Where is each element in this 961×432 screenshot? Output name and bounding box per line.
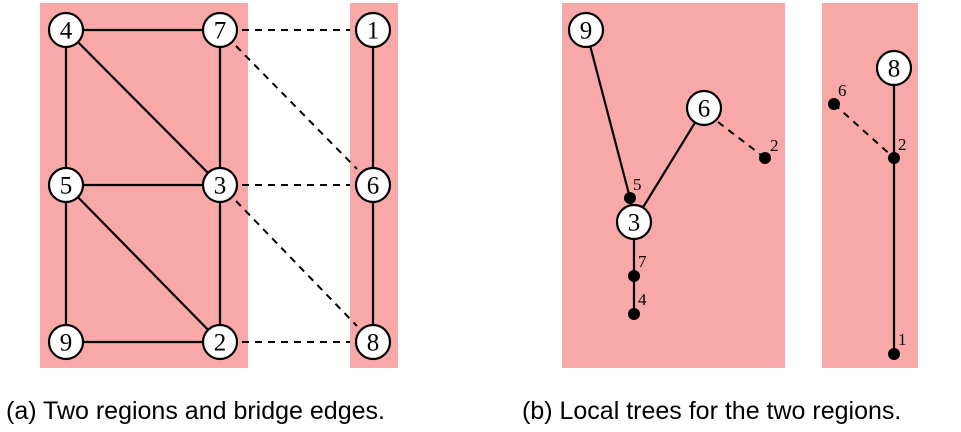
node-5-label: 5 — [60, 173, 73, 200]
node-2: 2 — [201, 323, 239, 361]
tree-node-3-label: 3 — [628, 210, 641, 237]
panel-a: 4 7 1 5 3 6 9 2 — [6, 3, 398, 425]
bridge-7-6 — [235, 45, 358, 170]
dot-2-left — [759, 152, 771, 164]
node-7-label: 7 — [214, 18, 227, 45]
node-5: 5 — [47, 166, 85, 204]
dot-7 — [628, 270, 640, 282]
node-4: 4 — [47, 11, 85, 49]
dot-1-right-label: 1 — [898, 330, 907, 349]
dot-6-right-label: 6 — [838, 81, 847, 100]
tree-region-left — [562, 3, 785, 368]
edge-4-3 — [65, 29, 221, 186]
tree-edge-6-3 — [633, 107, 705, 223]
dot-2-left-label: 2 — [770, 136, 779, 155]
node-1-label: 1 — [367, 18, 380, 45]
tree-dashed-6-2-right — [833, 103, 895, 159]
panel-b: 5 2 7 4 9 6 3 6 2 1 8 (b) Local trees f — [522, 3, 918, 425]
node-9-label: 9 — [60, 330, 73, 357]
tree-edge-9-5 — [584, 29, 632, 199]
node-3-label: 3 — [214, 173, 227, 200]
tree-node-3: 3 — [615, 203, 653, 241]
dot-7-label: 7 — [638, 252, 647, 271]
node-6-label: 6 — [367, 173, 380, 200]
edge-5-2 — [65, 184, 221, 343]
node-4-label: 4 — [60, 18, 73, 45]
tree-node-8-label: 8 — [888, 56, 901, 83]
dot-5-label: 5 — [633, 175, 642, 194]
node-8: 8 — [354, 323, 392, 361]
dot-2-right-label: 2 — [898, 135, 907, 154]
bridge-3-8 — [235, 200, 358, 327]
node-9: 9 — [47, 323, 85, 361]
node-8-label: 8 — [367, 330, 380, 357]
tree-node-6: 6 — [685, 89, 723, 127]
dot-2-right — [888, 152, 900, 164]
node-1: 1 — [354, 11, 392, 49]
tree-node-9-label: 9 — [580, 18, 593, 45]
dot-5 — [624, 192, 636, 204]
tree-node-8: 8 — [875, 49, 913, 87]
node-7: 7 — [201, 11, 239, 49]
caption-b: (b) Local trees for the two regions. — [522, 397, 901, 425]
node-2-label: 2 — [214, 330, 227, 357]
node-3: 3 — [201, 166, 239, 204]
dot-4 — [628, 308, 640, 320]
tree-node-9: 9 — [567, 11, 605, 49]
tree-dashed-6-2 — [717, 121, 766, 159]
caption-a: (a) Two regions and bridge edges. — [6, 397, 385, 425]
dot-6-right — [828, 98, 840, 110]
dot-4-label: 4 — [638, 290, 647, 309]
dot-1-right — [888, 348, 900, 360]
tree-node-6-label: 6 — [698, 96, 711, 123]
node-6: 6 — [354, 166, 392, 204]
